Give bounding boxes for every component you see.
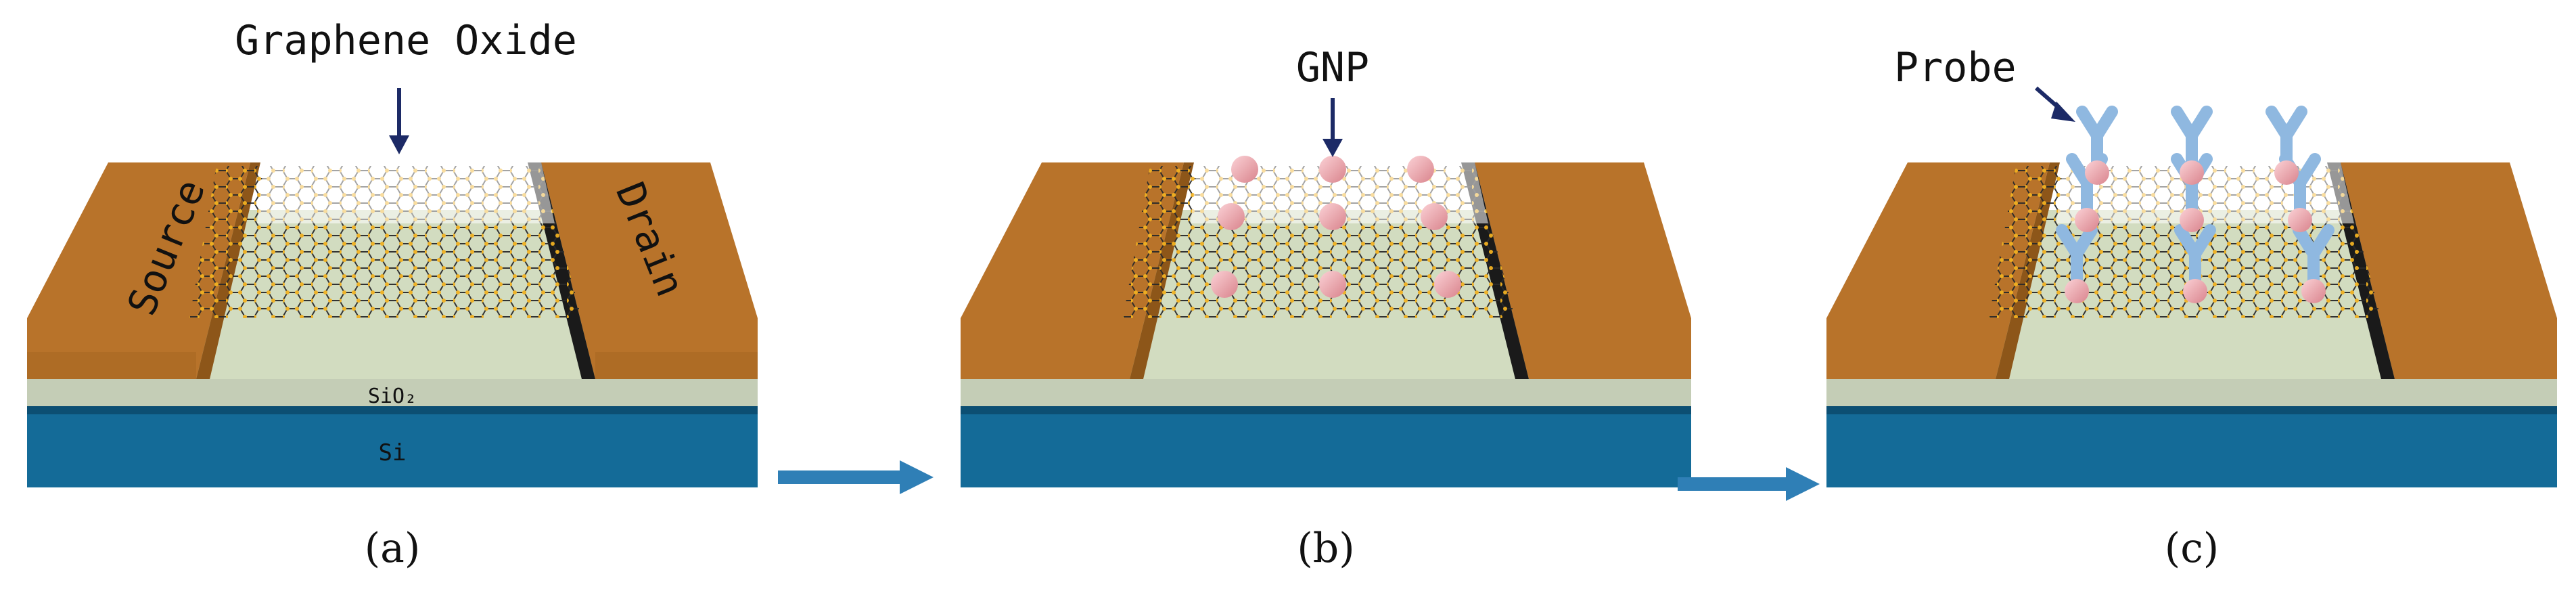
probe-antibody	[2076, 106, 2118, 169]
graphene-oxide-label: Graphene Oxide	[235, 17, 577, 64]
gnp	[1231, 156, 1258, 183]
drain-electrode	[528, 162, 758, 379]
gnp	[2180, 208, 2204, 232]
arrow-a-to-b	[778, 460, 934, 494]
si-substrate	[27, 406, 758, 487]
sio2-layer	[1826, 379, 2557, 406]
graphene-sheet	[1123, 162, 1515, 318]
gnp	[1319, 156, 1346, 183]
gold-nanoparticles	[2065, 160, 2326, 303]
si-substrate	[961, 406, 1691, 487]
gnp	[2288, 208, 2312, 232]
caption-c: (c)	[2165, 525, 2219, 572]
pointer-probe: Probe	[1894, 44, 2075, 122]
gnp-label: GNP	[1296, 44, 1369, 91]
panel-a: Graphene Oxide Source Drain SiO₂ Si (a)	[27, 17, 758, 572]
gnp	[2180, 160, 2204, 185]
gnp	[1218, 203, 1245, 230]
panel-c: Probe (c)	[1826, 44, 2557, 572]
caption-b: (b)	[1297, 525, 1354, 572]
gnp	[2075, 208, 2099, 232]
sio2-label: SiO₂	[368, 385, 417, 408]
pointer-graphene-oxide: Graphene Oxide	[235, 17, 577, 154]
probe-antibody	[2293, 224, 2334, 287]
gnp	[1319, 203, 1346, 230]
gnp	[1319, 271, 1346, 298]
gnp	[1211, 271, 1238, 298]
gnp	[2065, 279, 2089, 303]
gnp	[1407, 156, 1434, 183]
pointer-gnp: GNP	[1296, 44, 1369, 157]
arrow-b-to-c	[1678, 467, 1820, 501]
sio2-layer	[27, 379, 758, 406]
graphene-sheet	[189, 162, 582, 318]
gold-nanoparticles	[1211, 156, 1461, 298]
si-label: Si	[379, 439, 407, 466]
probe-antibody	[2171, 106, 2213, 169]
sio2-layer	[961, 379, 1691, 406]
gnp	[2301, 279, 2326, 303]
gnp	[2085, 160, 2109, 185]
panel-b: GNP (b)	[961, 44, 1691, 572]
caption-a: (a)	[365, 525, 421, 572]
gnp	[2274, 160, 2299, 185]
gnp	[1434, 271, 1461, 298]
probe-antibody	[2174, 224, 2216, 287]
gnp	[2183, 279, 2207, 303]
gnp	[1421, 203, 1448, 230]
si-substrate	[1826, 406, 2557, 487]
probe-antibodies	[2056, 106, 2334, 287]
probe-antibody	[2056, 224, 2098, 287]
probe-label: Probe	[1894, 44, 2017, 91]
